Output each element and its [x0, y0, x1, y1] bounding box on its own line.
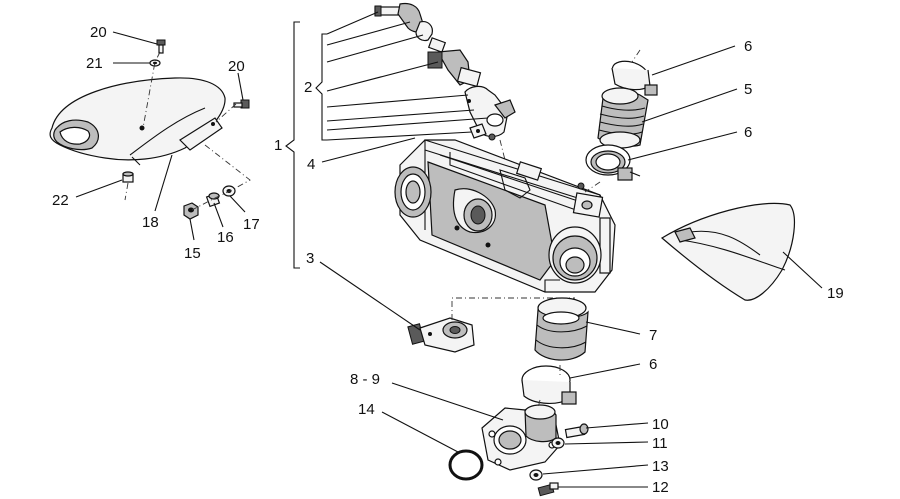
callout-20-top: 20 [90, 24, 107, 41]
nut-part-15 [183, 202, 199, 220]
hose-clamp-part-6-middle [585, 144, 641, 181]
callout-12: 12 [652, 479, 669, 496]
callout-4: 4 [307, 156, 315, 173]
bracket-group-1 [285, 21, 300, 269]
callout-6-top: 6 [744, 38, 752, 55]
screw-part-10 [564, 423, 589, 439]
washer-part-13 [529, 469, 543, 481]
callout-8-9: 8 - 9 [350, 371, 380, 388]
callout-2: 2 [304, 79, 312, 96]
callout-5: 5 [744, 81, 752, 98]
rubber-sleeve-part-7 [534, 297, 589, 361]
airbox-cover-part-18 [49, 77, 226, 166]
callout-14: 14 [358, 401, 375, 418]
callout-19: 19 [827, 285, 844, 302]
spacer-part-16 [205, 192, 221, 208]
callout-3: 3 [306, 250, 314, 267]
screw-part-20-right [233, 99, 250, 109]
callout-18: 18 [142, 214, 159, 231]
callout-11: 11 [652, 435, 668, 452]
grommet-part-22 [122, 171, 134, 183]
cover-part-19 [660, 202, 795, 301]
intake-manifold-part-8-9 [481, 404, 561, 471]
callout-6-middle: 6 [744, 124, 752, 141]
throttle-body-part-4 [394, 133, 616, 293]
callout-7: 7 [649, 327, 657, 344]
hose-clamp-part-6-lower [521, 365, 577, 405]
screw-part-20-top [156, 39, 166, 54]
callout-10: 10 [652, 416, 669, 433]
screw-part-12 [537, 482, 559, 497]
intake-sleeve-part-5 [597, 87, 649, 149]
callout-6-lower: 6 [649, 356, 657, 373]
washer-part-21 [149, 59, 161, 67]
bracket-group-2 [315, 33, 327, 141]
hose-clamp-part-6-top [611, 60, 658, 96]
callout-labels: 20 21 20 22 18 15 16 17 1 2 4 3 6 5 6 19… [52, 24, 844, 496]
injector-group-part-2 [374, 2, 516, 139]
callout-15: 15 [184, 245, 201, 262]
callout-22: 22 [52, 192, 69, 209]
callout-16: 16 [217, 229, 234, 246]
callout-21: 21 [86, 55, 103, 72]
callout-17: 17 [243, 216, 260, 233]
callout-20-right: 20 [228, 58, 245, 75]
o-ring-part-14 [448, 449, 484, 481]
callout-1: 1 [274, 137, 282, 154]
washer-part-11 [551, 437, 565, 449]
leader-lines [75, 11, 823, 488]
callout-13: 13 [652, 458, 669, 475]
sensor-part-3 [407, 317, 475, 353]
